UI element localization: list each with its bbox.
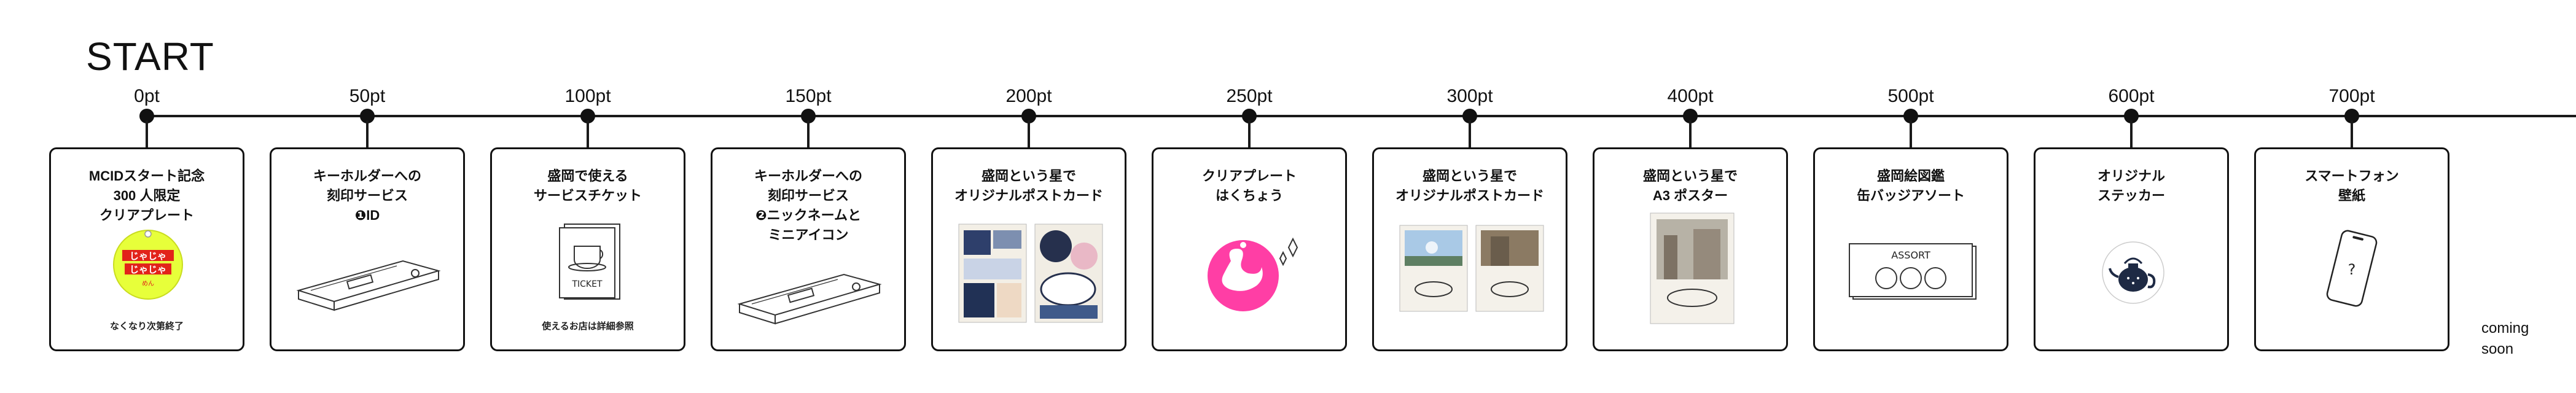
reward-card-250pt[interactable]: クリアプレート はくちょう: [1152, 147, 1347, 351]
reward-title: 盛岡で使える サービスチケット: [533, 168, 642, 203]
points-label-700: 700pt: [2328, 86, 2375, 106]
reward-card-700pt[interactable]: スマートフォン 壁紙 ?: [2254, 147, 2449, 351]
poster-icon: [1650, 212, 1735, 324]
reward-title: 盛岡という星で オリジナルポストカード: [954, 168, 1103, 203]
reward-subtitle: ❷ニックネームと ミニアイコン: [755, 208, 861, 243]
reward-title: MCIDスタート記念 300 人限定 クリアプレート: [88, 168, 205, 223]
timeline-stem: [1469, 120, 1471, 147]
points-label-300: 300pt: [1446, 86, 1493, 106]
reward-note: 使えるお店は詳細参照: [542, 321, 634, 332]
svg-text:じゃじゃ: じゃじゃ: [130, 251, 166, 262]
keychain-plate-icon: じゃじゃ じゃじゃ めん: [113, 230, 183, 300]
timeline-stem: [587, 120, 589, 147]
keyholder-box-icon: [737, 273, 882, 325]
points-label-50: 50pt: [349, 86, 386, 106]
reward-card-200pt[interactable]: 盛岡という星で オリジナルポストカード: [931, 147, 1126, 351]
reward-card-0pt[interactable]: MCIDスタート記念 300 人限定 クリアプレート じゃじゃ じゃじゃ めん …: [49, 147, 244, 351]
timeline-stem: [1910, 120, 1912, 147]
keyholder-box-icon: [296, 260, 441, 311]
smartphone-icon: ?: [2326, 230, 2378, 307]
phone-text: ?: [2348, 261, 2356, 278]
reward-title: 盛岡という星で A3 ポスター: [1642, 168, 1738, 203]
reward-card-50pt[interactable]: キーホルダーへの 刻印サービス ❶ID: [270, 147, 465, 351]
badge-assort-icon: ASSORT: [1849, 243, 1977, 300]
reward-title: スマートフォン 壁紙: [2305, 168, 2399, 203]
svg-text:じゃじゃ: じゃじゃ: [130, 264, 166, 275]
points-label-0: 0pt: [134, 86, 160, 106]
coming-soon-label: coming soon: [2481, 320, 2529, 357]
swan-plate-icon: [1208, 237, 1298, 311]
reward-title: オリジナル ステッカー: [2097, 168, 2165, 203]
points-label-500: 500pt: [1887, 86, 1934, 106]
reward-card-100pt[interactable]: 盛岡で使える サービスチケット TICKET 使えるお店は詳細参照: [490, 147, 685, 351]
timeline-stem: [146, 120, 148, 147]
points-label-100: 100pt: [564, 86, 611, 106]
reward-card-150pt[interactable]: キーホルダーへの 刻印サービス ❷ニックネームと ミニアイコン: [711, 147, 906, 351]
timeline-line: [142, 115, 2576, 117]
reward-card-600pt[interactable]: オリジナル ステッカー: [2034, 147, 2229, 351]
points-label-400: 400pt: [1667, 86, 1714, 106]
timeline-stem: [366, 120, 369, 147]
reward-card-400pt[interactable]: 盛岡という星で A3 ポスター: [1593, 147, 1788, 351]
ticket-icon: TICKET: [559, 224, 620, 300]
timeline-stem: [1248, 120, 1251, 147]
photo-postcards-icon: [1399, 225, 1544, 312]
timeline-stem: [1689, 120, 1692, 147]
reward-title: 盛岡絵図鑑 缶バッジアソート: [1856, 168, 1965, 203]
reward-card-300pt[interactable]: 盛岡という星で オリジナルポストカード: [1372, 147, 1567, 351]
points-label-150: 150pt: [785, 86, 832, 106]
reward-title: キーホルダーへの 刻印サービス: [754, 168, 862, 203]
page-title: START: [86, 34, 214, 79]
reward-card-500pt[interactable]: 盛岡絵図鑑 缶バッジアソート ASSORT: [1813, 147, 2008, 351]
reward-title: クリアプレート はくちょう: [1201, 168, 1297, 203]
points-label-600: 600pt: [2108, 86, 2155, 106]
timeline-stem: [2351, 120, 2353, 147]
ticket-text: TICKET: [571, 279, 602, 289]
illustrated-postcards-icon: [958, 224, 1103, 323]
timeline-stem: [807, 120, 810, 147]
timeline-stem: [1028, 120, 1030, 147]
svg-text:めん: めん: [142, 280, 154, 287]
points-label-200: 200pt: [1005, 86, 1052, 106]
reward-title: 盛岡という星で オリジナルポストカード: [1395, 168, 1544, 203]
timeline-stem: [2130, 120, 2133, 147]
reward-title: キーホルダーへの 刻印サービス ❶ID: [313, 168, 421, 223]
points-label-250: 250pt: [1226, 86, 1273, 106]
reward-note: なくなり次第終了: [109, 321, 184, 332]
badge-assort-text: ASSORT: [1891, 249, 1930, 261]
teapot-sticker-icon: [2102, 241, 2164, 304]
